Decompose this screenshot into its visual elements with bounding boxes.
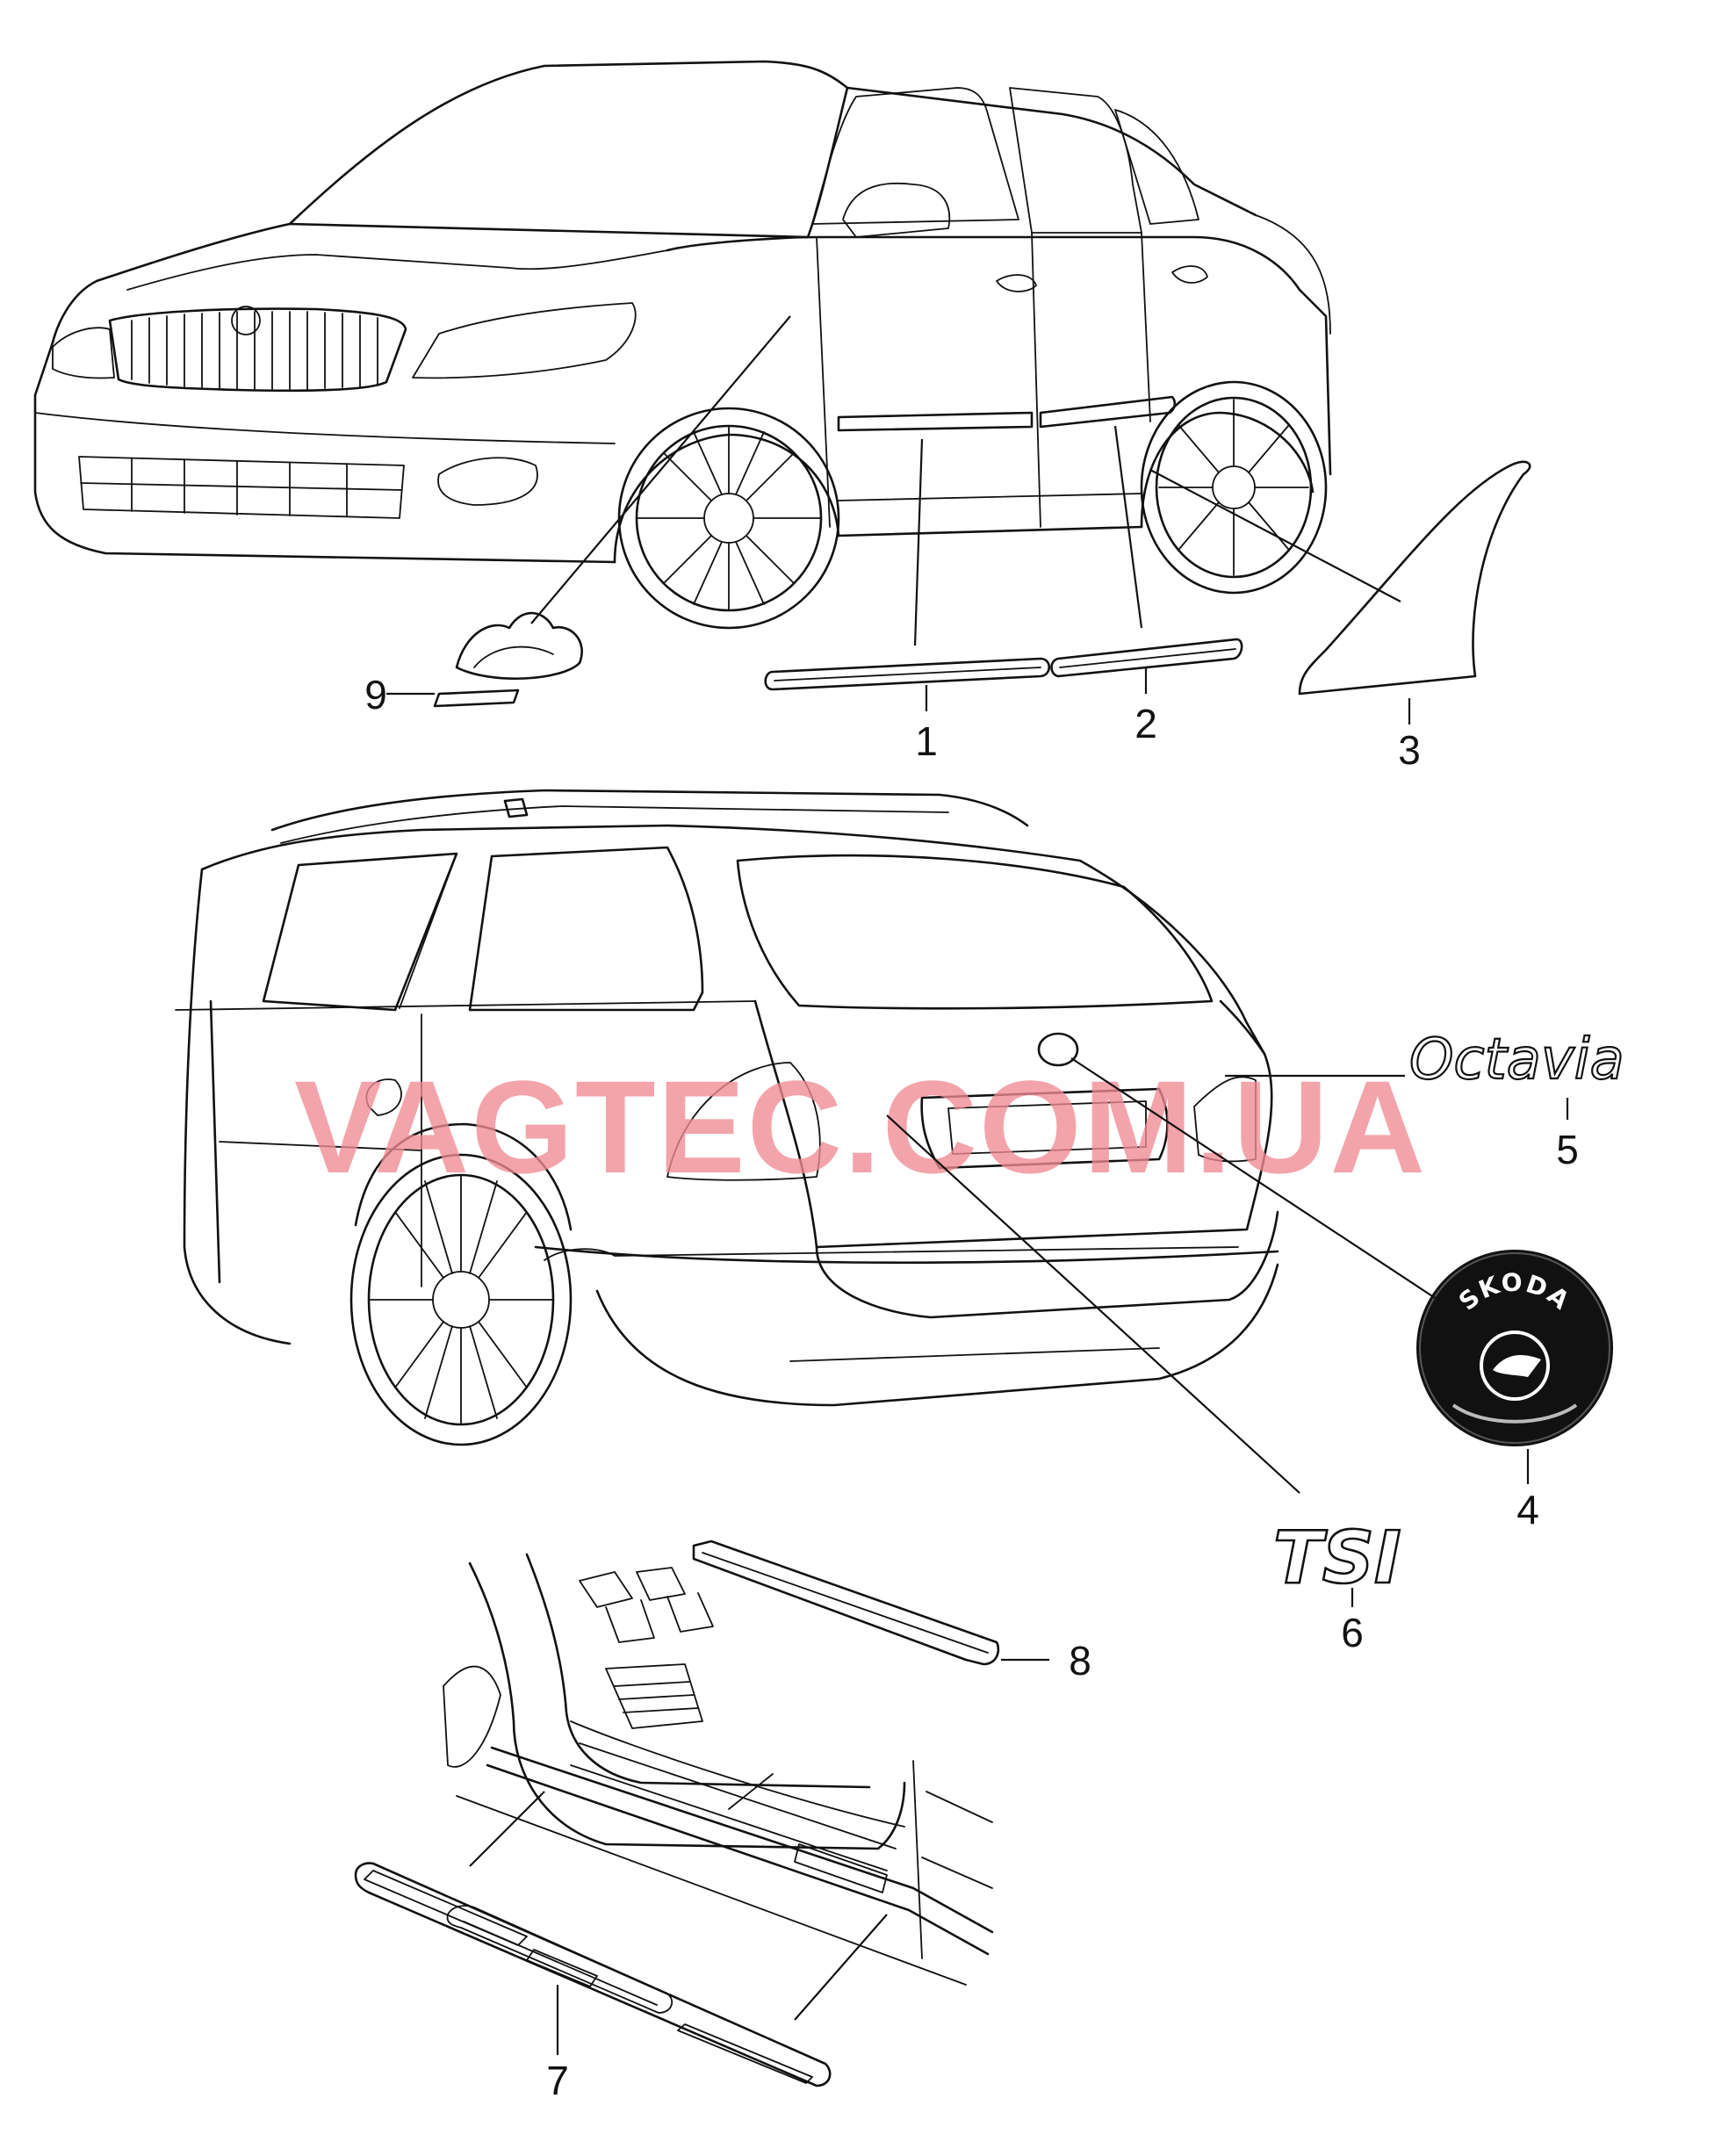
door-sill-illustration xyxy=(443,1553,994,1986)
watermark-text: VAGTEC.COM.UA xyxy=(294,1053,1427,1201)
callout-labels: 1 2 3 4 5 6 7 8 9 xyxy=(364,672,1579,2103)
part-3-protective-film xyxy=(1298,460,1531,696)
part-4-brand-emblem: SKODA xyxy=(1416,1250,1613,1446)
callout-3: 3 xyxy=(1398,727,1421,773)
callout-4: 4 xyxy=(1516,1487,1539,1532)
callout-5: 5 xyxy=(1556,1127,1579,1172)
leaders-top xyxy=(386,315,1411,725)
callout-6: 6 xyxy=(1341,1610,1364,1655)
part-2-door-moulding-rear xyxy=(1050,638,1243,678)
part-8-sill-trim-strip xyxy=(692,1539,1000,1666)
part-1-moulding-edge xyxy=(774,667,1041,681)
part-2-moulding-edge xyxy=(1059,648,1236,668)
callout-7: 7 xyxy=(546,2058,569,2103)
svg-text:Octavia: Octavia xyxy=(1409,1028,1624,1092)
part-1-door-moulding-front xyxy=(764,657,1051,691)
part-6-engine-badge: TSI xyxy=(1272,1516,1402,1602)
svg-text:TSI: TSI xyxy=(1273,1517,1401,1600)
estate-illustration xyxy=(175,789,1279,1446)
callout-2: 2 xyxy=(1135,701,1157,746)
callout-8: 8 xyxy=(1069,1638,1091,1684)
leaders-bottom xyxy=(469,1658,1049,2055)
leaders-middle xyxy=(886,1057,1569,1607)
part-5-model-lettering: Octavia xyxy=(1408,1027,1625,1093)
part-8-strip-edge xyxy=(702,1552,989,1654)
callout-1: 1 xyxy=(915,718,938,764)
sedan-illustration xyxy=(33,60,1332,630)
part-7-door-sill-panel xyxy=(354,1862,832,2087)
callout-9: 9 xyxy=(364,672,387,717)
part-9-emblem-clip xyxy=(433,611,583,708)
